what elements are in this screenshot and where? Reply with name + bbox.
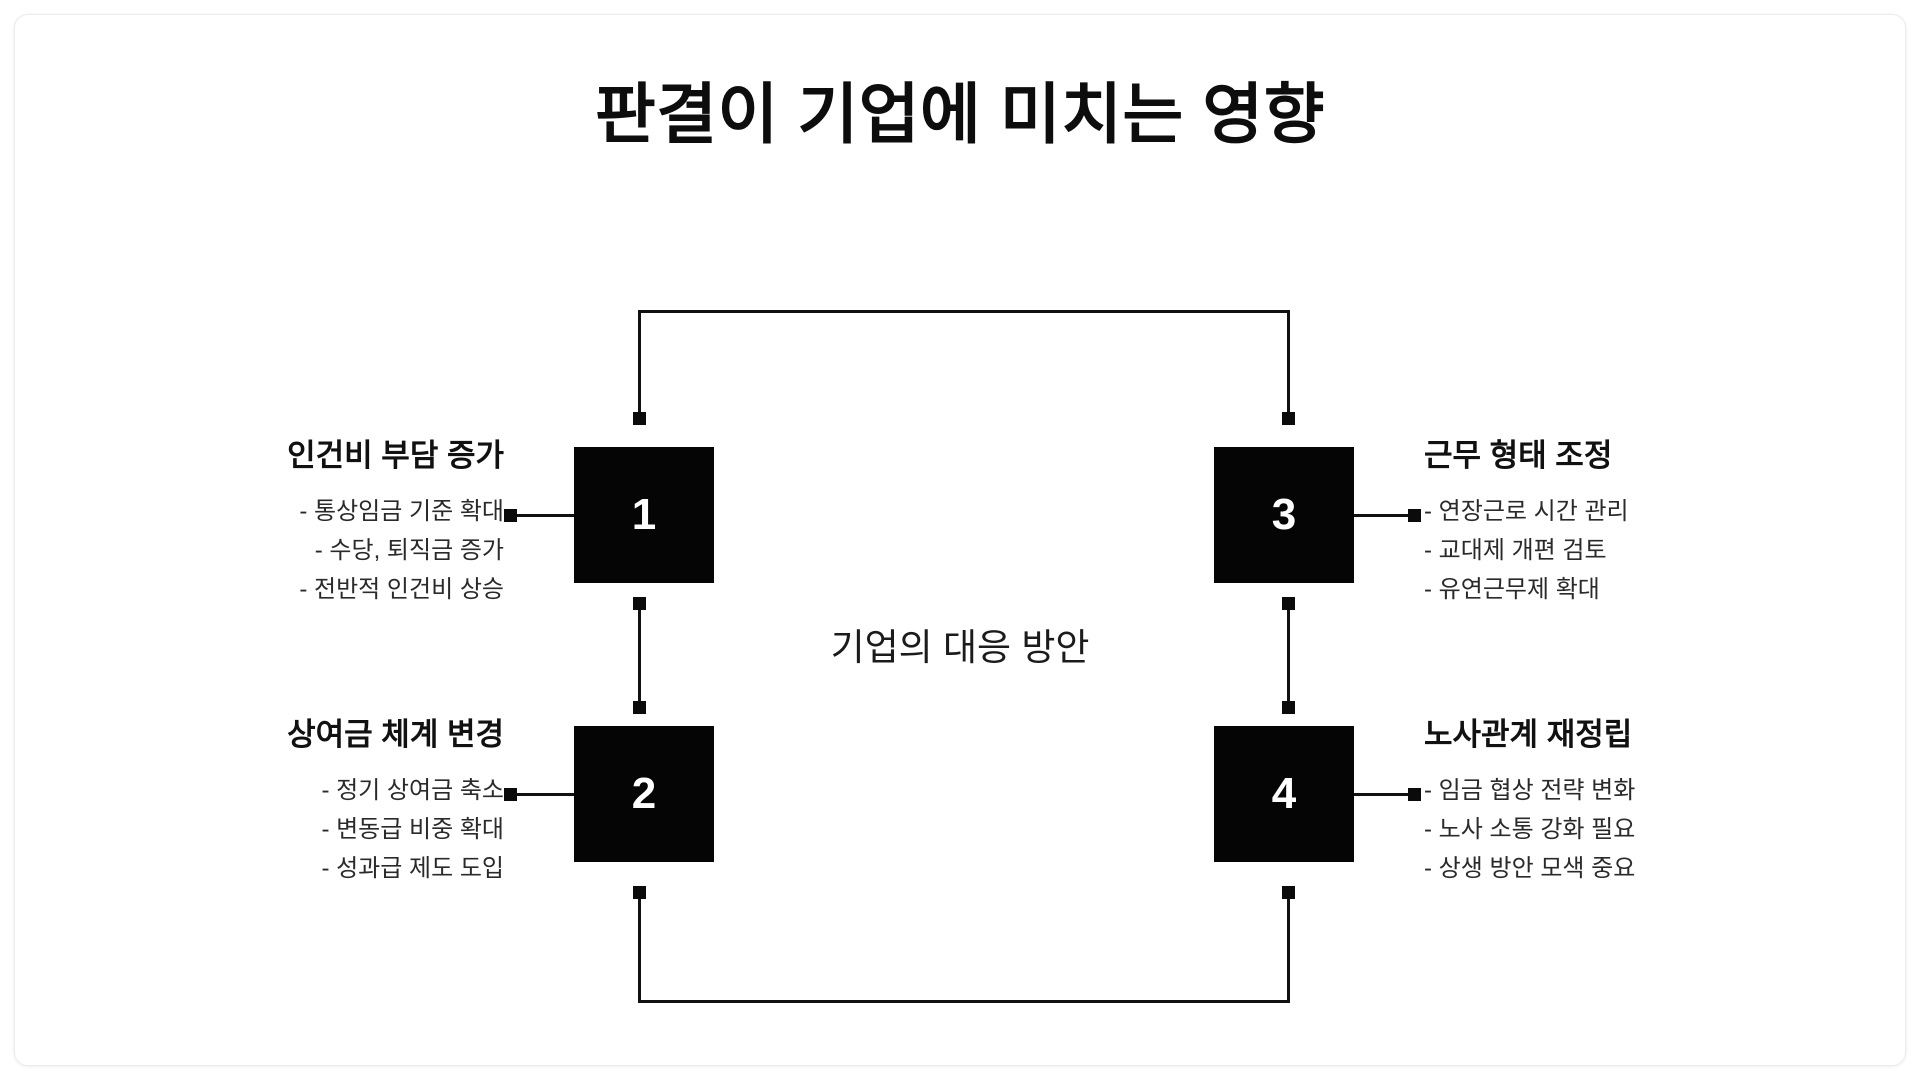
node-label-block-4: 노사관계 재정립 - 임금 협상 전략 변화 - 노사 소통 강화 필요 - 상… (1424, 716, 1824, 889)
connector-top-bracket-left-vertical (638, 310, 641, 420)
connector-arrowhead-node1-bottom (633, 597, 646, 610)
connector-arrowhead-node3-bottom (1282, 597, 1295, 610)
connector-node3-label (1354, 514, 1420, 517)
node-bullet-2-3: - 성과급 제도 도입 (321, 854, 504, 882)
connector-arrowhead-top-left (633, 412, 646, 425)
node-heading-1: 인건비 부담 증가 (287, 438, 504, 473)
connector-arrowhead-node2-top (633, 701, 646, 714)
node-number-3: 3 (1271, 490, 1297, 539)
node-number-1: 1 (631, 490, 657, 539)
node-label-block-2: 상여금 체계 변경 - 정기 상여금 축소 - 변동급 비중 확대 - 성과급 … (144, 716, 504, 889)
node-heading-3: 근무 형태 조정 (1424, 438, 1613, 473)
node-bullet-1-2: - 수당, 퇴직금 증가 (314, 537, 504, 565)
node-bullet-4-2: - 노사 소통 강화 필요 (1424, 816, 1636, 844)
node-bullets-2: - 정기 상여금 축소 - 변동급 비중 확대 - 성과급 제도 도입 (144, 772, 504, 889)
connector-arrowhead-bottom-right (1282, 886, 1295, 899)
connector-top-bracket-right-vertical (1287, 310, 1290, 420)
node-label-block-3: 근무 형태 조정 - 연장근로 시간 관리 - 교대제 개편 검토 - 유연근무… (1424, 437, 1824, 610)
node-box-2[interactable]: 2 (574, 726, 714, 862)
connector-arrowhead-node4-top (1282, 701, 1295, 714)
connector-bottom-bracket-right-vertical (1287, 892, 1290, 1003)
node-bullet-2-1: - 정기 상여금 축소 (321, 777, 504, 805)
node-heading-2: 상여금 체계 변경 (287, 717, 504, 752)
connector-bottom-bracket-left-vertical (638, 892, 641, 1003)
node-bullet-1-1: - 통상임금 기준 확대 (299, 498, 504, 526)
node-bullet-4-1: - 임금 협상 전략 변화 (1424, 777, 1636, 805)
node-bullet-1-3: - 전반적 인건비 상승 (299, 575, 504, 603)
connector-node1-label (508, 514, 574, 517)
node-number-4: 4 (1271, 769, 1297, 818)
connector-arrowhead-top-right (1282, 412, 1295, 425)
node-number-2: 2 (631, 769, 657, 818)
center-caption: 기업의 대응 방안 (830, 627, 1090, 668)
node-label-block-1: 인건비 부담 증가 - 통상임금 기준 확대 - 수당, 퇴직금 증가 - 전반… (144, 437, 504, 610)
connector-node1-node2 (638, 600, 641, 712)
node-bullet-2-2: - 변동급 비중 확대 (321, 816, 504, 844)
node-bullets-3: - 연장근로 시간 관리 - 교대제 개편 검토 - 유연근무제 확대 (1424, 493, 1824, 610)
node-bullet-3-2: - 교대제 개편 검토 (1424, 537, 1607, 565)
connector-arrowhead-node2-label (504, 788, 517, 801)
node-bullets-1: - 통상임금 기준 확대 - 수당, 퇴직금 증가 - 전반적 인건비 상승 (144, 493, 504, 610)
connector-node4-label (1354, 793, 1420, 796)
connector-arrowhead-bottom-left (633, 886, 646, 899)
connector-bottom-bracket-horizontal (638, 1000, 1290, 1003)
connector-arrowhead-node4-label (1408, 788, 1421, 801)
connector-node3-node4 (1287, 600, 1290, 712)
connector-arrowhead-node3-label (1408, 509, 1421, 522)
slide-card-frame (14, 14, 1906, 1066)
node-box-3[interactable]: 3 (1214, 447, 1354, 583)
connector-top-bracket-horizontal (638, 310, 1290, 313)
connector-node2-label (508, 793, 574, 796)
node-bullets-4: - 임금 협상 전략 변화 - 노사 소통 강화 필요 - 상생 방안 모색 중… (1424, 772, 1824, 889)
node-box-4[interactable]: 4 (1214, 726, 1354, 862)
node-heading-4: 노사관계 재정립 (1424, 717, 1633, 752)
node-box-1[interactable]: 1 (574, 447, 714, 583)
node-bullet-4-3: - 상생 방안 모색 중요 (1424, 854, 1636, 882)
node-bullet-3-3: - 유연근무제 확대 (1424, 575, 1600, 603)
node-bullet-3-1: - 연장근로 시간 관리 (1424, 498, 1629, 526)
connector-arrowhead-node1-label (504, 509, 517, 522)
page-title: 판결이 기업에 미치는 영향 (595, 77, 1325, 151)
